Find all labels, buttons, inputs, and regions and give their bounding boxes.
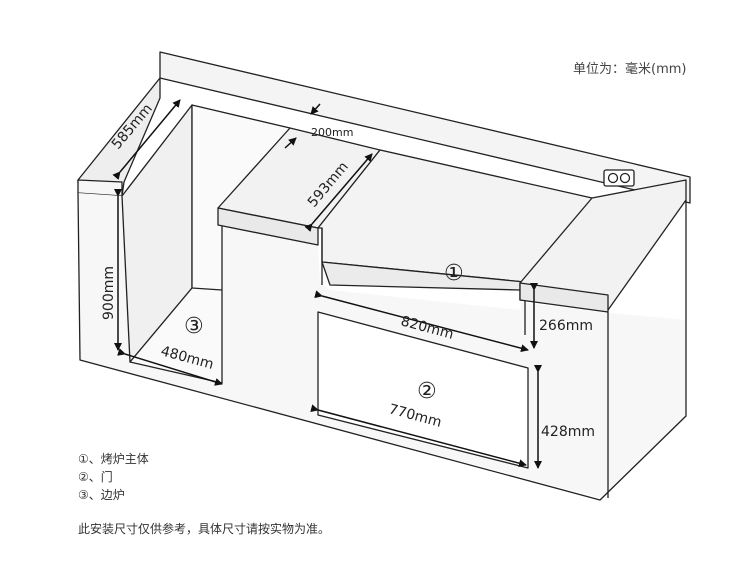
dim-820-line xyxy=(314,290,529,353)
back-wall-top xyxy=(159,51,691,204)
marker-2: ② xyxy=(417,379,437,404)
dim-480-line xyxy=(117,348,223,386)
marker-3: ③ xyxy=(184,314,204,339)
marker-1: ① xyxy=(444,261,464,286)
dim-200-arrow-top xyxy=(310,103,321,115)
dim-266-label: 266mm xyxy=(539,318,593,334)
legend: ①、烤炉主体 ②、门 ③、边炉 xyxy=(78,450,149,504)
dim-900-label: 900mm xyxy=(101,266,117,320)
legend-item-1: ①、烤炉主体 xyxy=(78,452,149,466)
dim-200-arrow-bottom xyxy=(284,137,297,149)
dim-770-line xyxy=(310,404,527,468)
dim-585-line xyxy=(112,99,181,180)
install-note: 此安装尺寸仅供参考，具体尺寸请按实物为准。 xyxy=(78,522,331,536)
cabinet-outline xyxy=(77,51,691,501)
dim-593-line xyxy=(304,153,373,232)
legend-item-3: ③、边炉 xyxy=(78,488,125,502)
dim-200-label: 200mm xyxy=(311,126,353,139)
legend-item-2: ②、门 xyxy=(78,470,113,484)
unit-label: 单位为：毫米(mm) xyxy=(573,62,687,77)
dim-428-label: 428mm xyxy=(541,424,595,440)
